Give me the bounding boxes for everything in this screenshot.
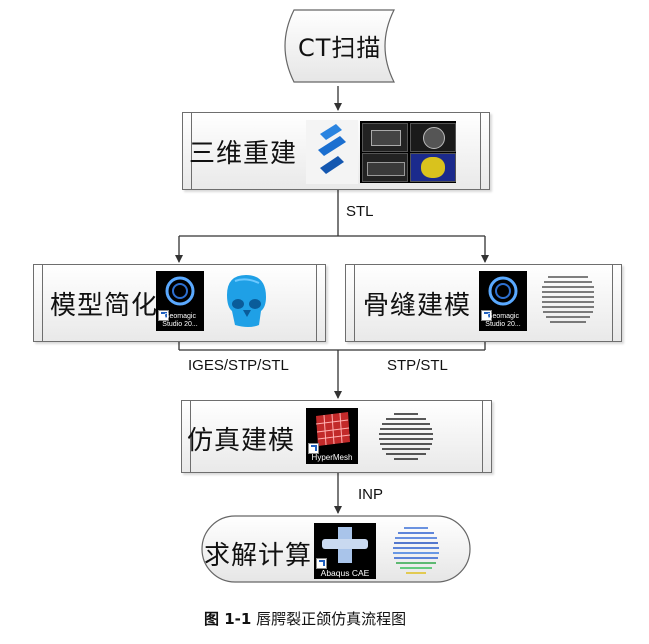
shortcut-icon [158, 310, 169, 321]
shortcut-icon [481, 310, 492, 321]
geomagic-app-icon: Geomagic Studio 20... [156, 271, 204, 331]
ct-view-coronal [410, 123, 456, 152]
geomagic-label-2b: Studio 20... [485, 321, 521, 328]
hypermesh-label: HyperMesh [311, 453, 353, 462]
shortcut-icon [316, 558, 327, 569]
geomagic-label-1: Geomagic [164, 313, 196, 320]
suture-label: 骨缝建模 [363, 291, 472, 321]
ct-view-axial [362, 123, 408, 152]
simulation-mesh-image [379, 413, 433, 460]
geomagic-label-1b: Geomagic [487, 313, 519, 320]
abaqus-logo-icon [322, 527, 368, 563]
ct-view-sagittal [362, 153, 408, 182]
shortcut-icon [308, 443, 319, 454]
suture-mesh-image [542, 276, 594, 323]
edge-label-inp: INP [358, 486, 384, 503]
edge-label-stl: STL [346, 203, 374, 220]
abaqus-app-icon: Abaqus CAE [314, 523, 376, 579]
recon-label: 三维重建 [189, 139, 298, 169]
edge-label-iges: IGES/STP/STL [188, 357, 289, 374]
figure-title: 唇腭裂正颌仿真流程图 [256, 610, 407, 628]
start-node-shape [284, 9, 395, 83]
geomagic-logo-icon [488, 276, 518, 306]
ct-scan-views-image [360, 121, 456, 183]
simplify-label: 模型简化 [50, 291, 159, 321]
ct-view-3d [410, 153, 456, 182]
skull-model-image [227, 275, 266, 327]
hypermesh-app-icon: HyperMesh [306, 408, 358, 464]
start-node-label: CT扫描 [298, 34, 382, 62]
abaqus-label: Abaqus CAE [320, 568, 370, 578]
fea-result-image [393, 527, 439, 574]
geomagic-logo-icon [165, 276, 195, 306]
geomagic-label-2: Studio 20... [162, 321, 198, 328]
figure-caption: 图 1-1 唇腭裂正颌仿真流程图 [204, 608, 406, 629]
mimics-icon [306, 120, 358, 184]
hypermesh-logo-icon [315, 412, 351, 446]
figure-number: 图 1-1 [204, 610, 252, 628]
solve-label: 求解计算 [204, 541, 313, 571]
edge-label-stp: STP/STL [387, 357, 448, 374]
simulation-label: 仿真建模 [187, 426, 296, 456]
geomagic-app-icon-2: Geomagic Studio 20... [479, 271, 527, 331]
